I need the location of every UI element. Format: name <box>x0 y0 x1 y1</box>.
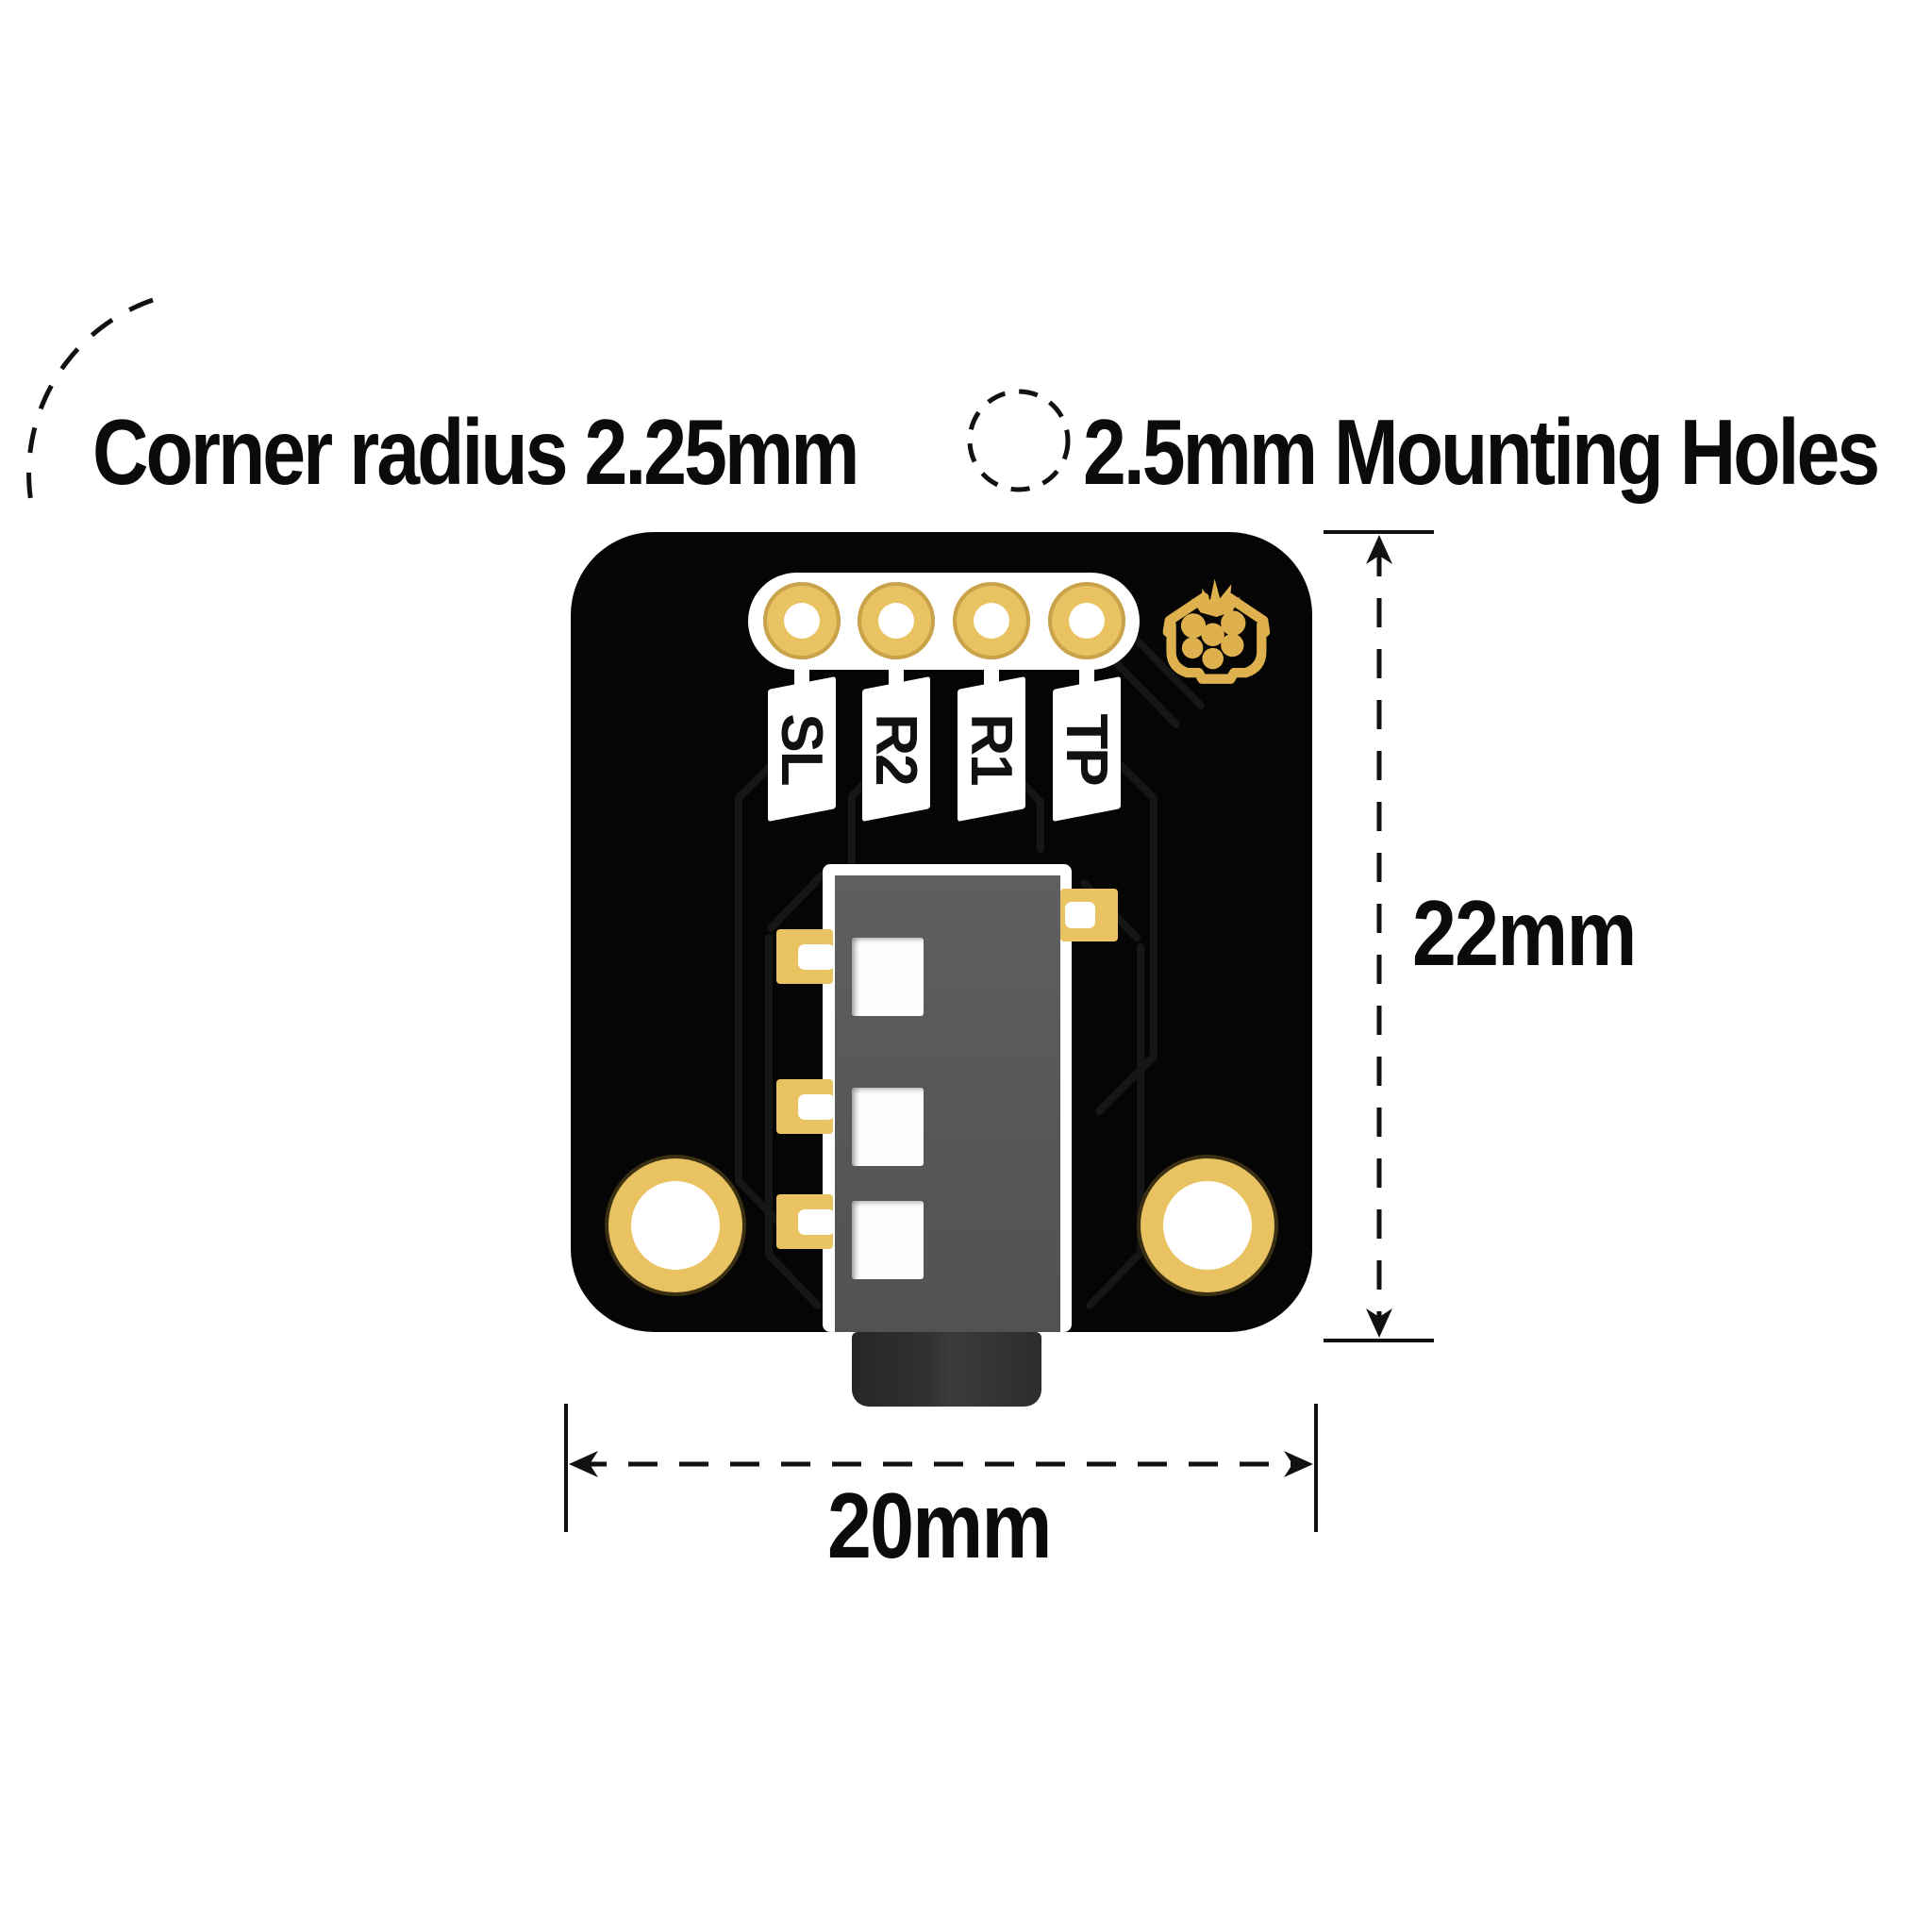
smd-pad-notch <box>798 944 835 970</box>
pin-pad <box>953 582 1030 659</box>
pin-hole <box>1069 603 1105 639</box>
mounting-hole-left <box>608 1158 742 1292</box>
mounting-hole-circle-icon <box>967 389 1071 492</box>
pin-pad <box>763 582 841 659</box>
audio-jack-body <box>835 875 1060 1332</box>
jack-barrel <box>852 1332 1041 1407</box>
smd-pad-notch <box>798 1094 835 1120</box>
pin-pad <box>858 582 935 659</box>
smd-pad-notch <box>1065 902 1095 928</box>
pin-hole <box>784 603 820 639</box>
height-dimension-label: 22mm <box>1412 881 1637 985</box>
corner-radius-label: Corner radius 2.25mm <box>92 400 859 504</box>
raspberry-logo-icon <box>1162 578 1271 684</box>
jack-window <box>852 1201 924 1279</box>
mounting-hole-bore <box>1163 1181 1252 1270</box>
jack-window <box>852 938 924 1016</box>
pin-hole <box>878 603 914 639</box>
pin-label-tp: TP <box>1054 713 1120 785</box>
pcb-board: SL R2 R1 TP <box>571 532 1312 1407</box>
jack-window <box>852 1088 924 1166</box>
width-dimension-lines <box>564 1404 1318 1532</box>
pin-hole <box>974 603 1009 639</box>
corner-radius-arc-icon <box>26 297 154 518</box>
mounting-hole-right <box>1141 1158 1274 1292</box>
height-dimension-lines <box>1324 530 1434 1342</box>
mounting-holes-label: 2.5mm Mounting Holes <box>1083 400 1880 504</box>
mounting-hole-bore <box>631 1181 720 1270</box>
width-dimension-label: 20mm <box>827 1474 1052 1577</box>
pin-pad <box>1048 582 1125 659</box>
smd-pad-notch <box>798 1209 835 1235</box>
